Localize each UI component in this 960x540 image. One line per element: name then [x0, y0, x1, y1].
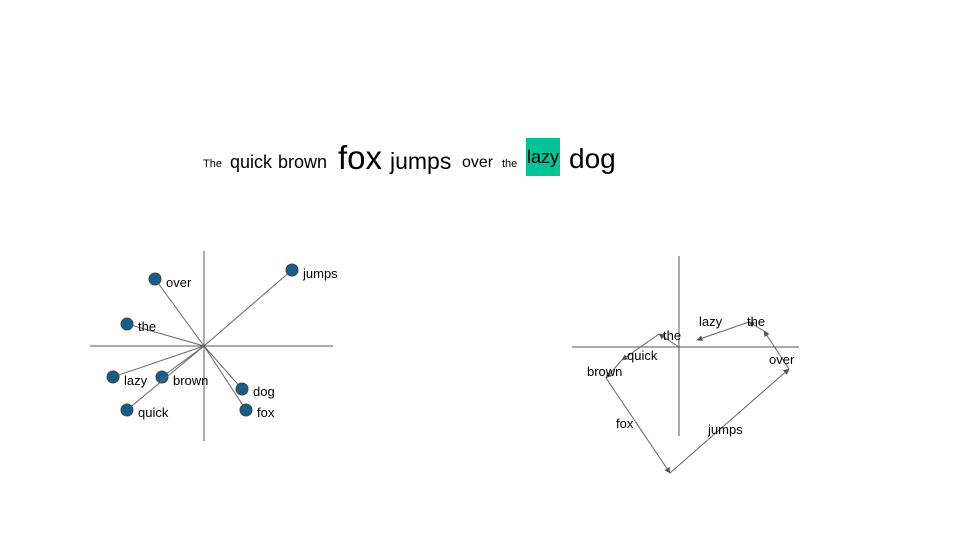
path-label-over: over	[769, 352, 795, 367]
vector-point	[235, 382, 249, 396]
path-segment-lazy	[696, 321, 750, 342]
word-the-2: the	[502, 158, 518, 170]
vector-over: over	[148, 272, 205, 347]
word-over: over	[462, 154, 494, 171]
vector-point	[120, 317, 134, 331]
path-label-the-2: the	[747, 314, 765, 329]
vector-line	[203, 345, 243, 390]
vector-label: dog	[253, 384, 275, 399]
path-label-quick: quick	[627, 348, 658, 363]
word-fox: fox	[338, 139, 383, 176]
vector-point	[239, 403, 253, 417]
word-quick: quick	[230, 152, 273, 172]
path-label-lazy: lazy	[699, 314, 723, 329]
vector-point	[285, 263, 299, 277]
path-segment-the	[658, 333, 680, 348]
vector-dog: dog	[203, 345, 275, 399]
left-vector-diagram: over jumps the lazy brown quick	[90, 251, 338, 441]
vector-line	[203, 345, 247, 411]
path-label-jumps: jumps	[707, 422, 743, 437]
path-segment-jumps	[669, 368, 790, 474]
path-segment-brown	[605, 359, 623, 379]
vector-line	[126, 323, 205, 347]
vector-label: lazy	[124, 373, 148, 388]
vector-label: fox	[257, 405, 275, 420]
path-label-fox: fox	[616, 416, 634, 431]
vector-quick: quick	[120, 345, 205, 420]
vector-label: the	[138, 319, 156, 334]
word-lazy-highlighted: lazy	[526, 138, 560, 176]
vector-point	[120, 403, 134, 417]
vector-line	[112, 345, 205, 378]
vector-the: the	[120, 317, 205, 347]
vector-line	[161, 345, 205, 378]
vector-label: jumps	[302, 266, 338, 281]
word-brown: brown	[278, 152, 328, 172]
vector-brown: brown	[155, 345, 208, 388]
path-label-the: the	[663, 328, 681, 343]
vector-label: over	[166, 275, 192, 290]
path-segment-fox	[605, 377, 671, 474]
path-segment-over	[763, 330, 790, 370]
vector-jumps: jumps	[203, 263, 338, 347]
vector-fox: fox	[203, 345, 275, 420]
vector-line	[126, 345, 205, 411]
word-dog: dog	[569, 143, 616, 174]
vector-point	[106, 370, 120, 384]
word-the: The	[203, 158, 222, 170]
path-label-brown: brown	[587, 364, 622, 379]
word-jumps: jumps	[390, 148, 452, 174]
sentence: The quick brown fox jumps over the lazy …	[0, 0, 960, 200]
vector-label: brown	[173, 373, 208, 388]
vector-label: quick	[138, 405, 169, 420]
vector-line	[203, 269, 293, 347]
vector-lazy: lazy	[106, 345, 205, 388]
vector-point	[155, 370, 169, 384]
vector-line	[154, 278, 205, 347]
path-segment-quick	[621, 333, 660, 361]
vector-point	[148, 272, 162, 286]
right-path-diagram: the quick brown fox jumps over the lazy	[572, 256, 799, 474]
path-segment-the-2	[748, 321, 765, 332]
